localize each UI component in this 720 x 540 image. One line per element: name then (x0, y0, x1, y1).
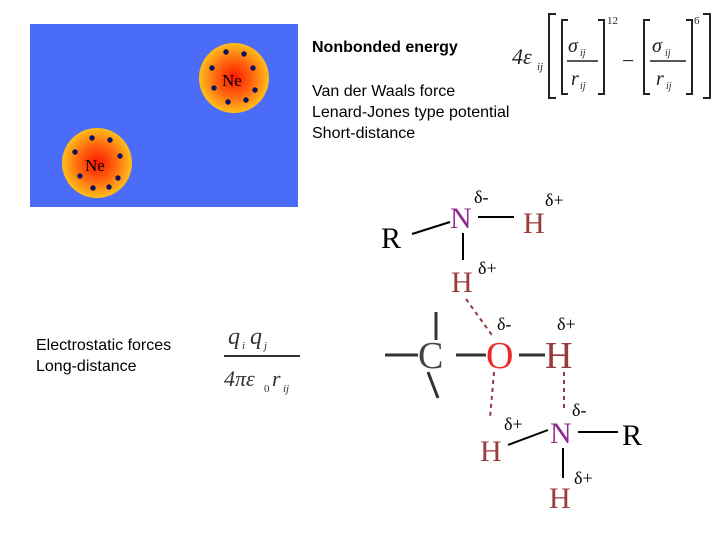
bond-H-N-lower (507, 429, 549, 446)
label-H-upper-right: H (523, 207, 545, 240)
svg-text:j: j (262, 340, 267, 352)
label-H-hydroxyl: H (545, 335, 572, 377)
label-N-lower: N (550, 417, 572, 450)
svg-text:q: q (228, 324, 240, 350)
label-O: O (486, 335, 513, 377)
svg-text:ij: ij (665, 48, 671, 59)
lennard-jones-formula: 4ε ij σ ij r ij 12 − σ ij r ij 6 (512, 13, 711, 99)
coulomb-formula: q i q j 4πε 0 r ij (224, 324, 300, 395)
elec-line-1: Electrostatic forces (36, 337, 172, 354)
label-H-lower-down: H (549, 482, 571, 515)
neon-atom-top: Ne (199, 43, 269, 113)
svg-text:ij: ij (580, 81, 586, 92)
h-bond-upper (465, 298, 495, 339)
neon-label-bottom: Ne (85, 156, 105, 175)
neon-label-top: Ne (222, 71, 242, 90)
vdw-line-2: Lenard-Jones type potential (312, 104, 510, 121)
svg-text:q: q (250, 324, 262, 350)
svg-text:ij: ij (283, 383, 289, 395)
svg-text:0: 0 (264, 383, 270, 395)
svg-text:ij: ij (666, 81, 672, 92)
delta-N-upper: δ- (474, 187, 488, 207)
svg-text:6: 6 (694, 15, 700, 27)
electrons-bottom (72, 135, 123, 191)
svg-text:4ε: 4ε (512, 44, 532, 69)
svg-text:ij: ij (537, 61, 543, 73)
delta-N-lower: δ- (572, 400, 586, 420)
svg-text:σ: σ (652, 35, 663, 57)
delta-H-upper-down: δ+ (478, 258, 497, 278)
svg-text:i: i (242, 340, 245, 352)
label-C: C (418, 335, 443, 377)
delta-H-lower-down: δ+ (574, 468, 593, 488)
svg-text:−: − (622, 48, 634, 73)
label-R-lower: R (622, 419, 642, 452)
delta-H-hydroxyl: δ+ (557, 314, 576, 334)
svg-text:r: r (656, 68, 664, 90)
bond-C-down (426, 371, 440, 399)
electrons-top (209, 49, 258, 105)
delta-H-upper-right: δ+ (545, 190, 564, 210)
svg-text:12: 12 (607, 15, 618, 27)
svg-text:ij: ij (580, 48, 586, 59)
svg-text:r: r (571, 68, 579, 90)
svg-text:σ: σ (568, 35, 579, 57)
label-N-upper: N (450, 202, 472, 235)
svg-text:r: r (272, 366, 281, 391)
bond-R-N (411, 221, 451, 235)
neon-panel: Ne Ne (30, 24, 298, 207)
svg-text:4πε: 4πε (224, 366, 255, 391)
vdw-line-3: Short-distance (312, 125, 416, 142)
elec-line-2: Long-distance (36, 358, 137, 375)
hydrogen-bond-diagram: R N H H δ- δ+ δ+ C O H δ- δ+ H N R H δ+ (381, 187, 642, 515)
neon-atom-bottom: Ne (62, 128, 132, 198)
vdw-line-1: Van der Waals force (312, 83, 456, 100)
h-bond-lower-left (489, 371, 495, 419)
label-H-upper-down: H (451, 266, 473, 299)
title-text: Nonbonded energy (312, 39, 458, 56)
label-H-lower-left: H (480, 435, 502, 468)
label-R-upper: R (381, 222, 401, 255)
delta-O: δ- (497, 314, 511, 334)
delta-H-lower-left: δ+ (504, 414, 523, 434)
